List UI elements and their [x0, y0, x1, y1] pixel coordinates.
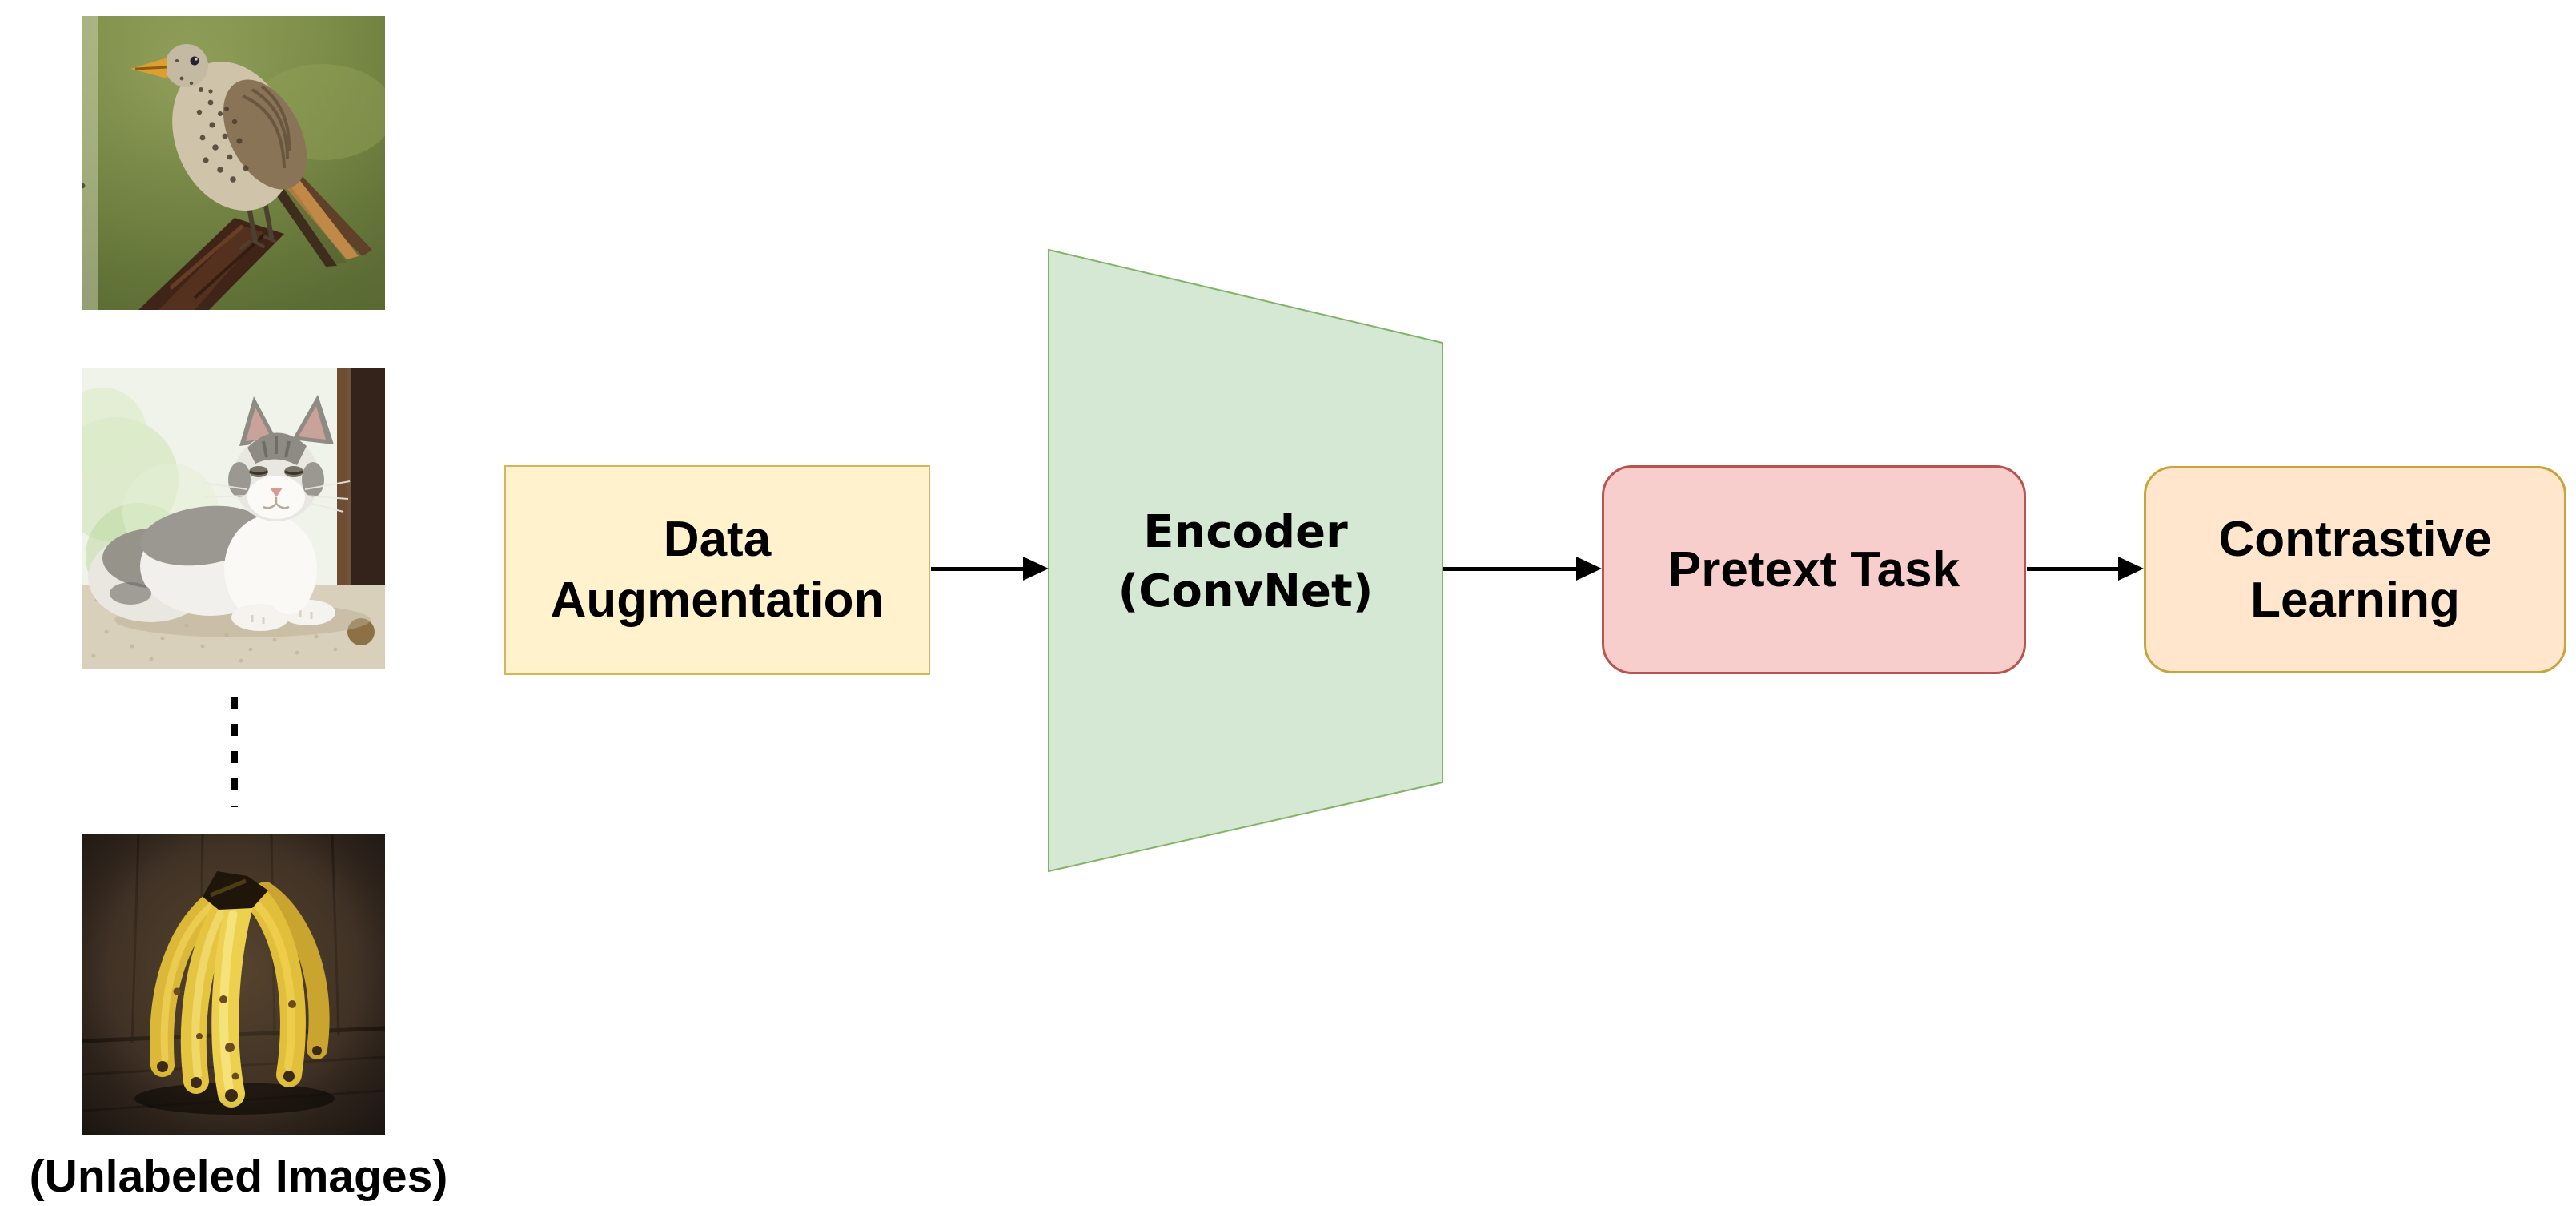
arrow-shaft: [2027, 567, 2121, 571]
node-data-augmentation: Data Augmentation: [504, 465, 930, 675]
node-encoder: [1043, 243, 1448, 878]
node-pretext-task-label: Pretext Task: [1667, 541, 1960, 597]
node-contrastive-learning: Contrastive Learning: [2144, 466, 2566, 673]
arrow-shaft: [1443, 567, 1579, 571]
node-encoder-label-box: Encoder (ConvNet): [1049, 464, 1442, 660]
encoder-trapezoid: [1048, 248, 1443, 873]
arrow-head: [2118, 557, 2144, 581]
bird-image: [79, 16, 395, 310]
node-encoder-label: Encoder (ConvNet): [1117, 506, 1374, 617]
ellipsis-dashed-line: [227, 690, 242, 812]
arrow-shaft: [931, 567, 1025, 571]
node-data-augmentation-label: Data Augmentation: [550, 512, 885, 628]
bird: [79, 44, 372, 267]
arrow-head: [1576, 557, 1602, 581]
bananas-photo-svg: [82, 834, 386, 1135]
bananas-image: [82, 834, 386, 1135]
unlabeled-images-caption: (Unlabeled Images): [29, 1151, 448, 1202]
cat-image: [54, 368, 385, 669]
cat: [88, 395, 371, 637]
bird-photo-svg: [79, 16, 395, 310]
node-pretext-task: Pretext Task: [1602, 465, 2026, 674]
cat-photo-svg: [54, 368, 385, 669]
arrow-head: [1023, 557, 1049, 581]
node-contrastive-learning-label: Contrastive Learning: [2218, 511, 2492, 628]
